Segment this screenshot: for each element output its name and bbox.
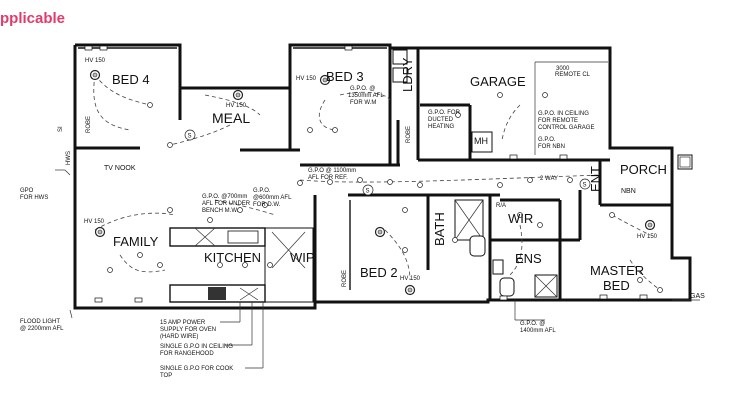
room-label-robe-bed2: ROBE xyxy=(342,270,348,287)
room-label-wir: WIR xyxy=(508,211,533,226)
manhole-label: MH xyxy=(474,136,488,146)
note-gpo-hws-2: FOR HWS xyxy=(20,195,48,201)
fixture-labels: HV 150 HV 150 HV 150 HV 150 HV 150 HV 15… xyxy=(58,58,705,300)
note-gpo-ceiling-1: G.P.O. IN CEILING xyxy=(538,111,589,117)
note-oven-2: SUPPLY FOR OVEN xyxy=(160,327,216,333)
note-leaders xyxy=(55,169,700,369)
note-gpo-ducted-1: G.P.O. FOR xyxy=(428,110,461,116)
note-flood-light-1: FLOOD LIGHT xyxy=(20,319,60,325)
note-gpo-wm-2: 1350mm AFL xyxy=(348,93,384,99)
note-rangehood-2: FOR RANGEHOOD xyxy=(160,351,214,357)
exhaust-fan-label: HV 150 xyxy=(84,219,105,225)
room-label-ens: ENS xyxy=(515,251,542,266)
note-oven-3: (HARD WIRE) xyxy=(160,334,198,340)
room-label-kitchen: KITCHEN xyxy=(204,250,261,265)
room-label-tv-nook: TV NOOK xyxy=(104,165,136,172)
room-label-porch: PORCH xyxy=(620,162,667,177)
note-oven-1: 15 AMP POWER xyxy=(160,320,206,326)
ceiling-lights xyxy=(89,69,663,296)
note-gpo-ducted-3: HEATING xyxy=(428,124,455,130)
note-gpo-ref-2: AFL FOR REF. xyxy=(308,175,348,181)
hws-label: HWS xyxy=(66,151,72,165)
note-gpo-nbn-1: G.P.O. xyxy=(538,137,556,143)
note-gpo-ref-1: G.P.O @ 1100mm xyxy=(308,168,356,174)
room-label-ldry: LDRY xyxy=(400,57,415,92)
note-gpo-600-3: FOR D.W. xyxy=(253,202,281,208)
garage-width-label: 3000 xyxy=(556,66,570,72)
note-gpo-1400-1: G.P.O. @ xyxy=(520,321,545,327)
note-cooktop-1: SINGLE G.P.O FOR COOK xyxy=(160,366,233,372)
watermark-text: pplicable xyxy=(0,10,66,27)
electrical-notes: G.P.O. @ 1350mm AFL FOR W.M G.P.O. FOR D… xyxy=(20,86,594,379)
kitchen-bench xyxy=(169,227,314,303)
room-label-ent: ENT xyxy=(588,166,603,192)
note-rangehood-1: SINGLE G.P.O IN CEILING xyxy=(160,344,233,350)
note-gpo-600-1: G.P.O. xyxy=(253,188,271,194)
note-cooktop-2: TOP xyxy=(160,373,172,379)
two-way-label: 2 WAY xyxy=(540,176,558,182)
note-gpo-hws-1: GPO xyxy=(20,188,34,194)
room-label-master-1: MASTER xyxy=(590,263,644,278)
wiring-dashes xyxy=(93,74,661,291)
room-label-master-2: BED xyxy=(603,278,630,293)
wet-area-fixtures xyxy=(392,49,558,298)
room-label-robe-bed3: ROBE xyxy=(406,126,412,143)
note-gpo-700-3: BENCH M.W. xyxy=(202,208,239,214)
room-label-bed3: BED 3 xyxy=(326,69,364,84)
svg-text:S: S xyxy=(366,189,370,195)
note-gpo-nbn-2: FOR NBN xyxy=(538,144,565,150)
exhaust-fan-label: HV 150 xyxy=(226,103,247,109)
note-gpo-600-2: @600mm AFL xyxy=(253,195,292,201)
interior-walls xyxy=(75,48,672,302)
remote-cl-label: REMOTE CL xyxy=(555,72,591,78)
meter-box xyxy=(677,154,693,170)
room-label-bed4: BED 4 xyxy=(112,72,150,87)
note-gpo-700-1: G.P.O. @700mm xyxy=(202,194,247,200)
si-label: SI xyxy=(58,126,64,132)
note-gpo-ceiling-2: FOR REMOTE xyxy=(538,118,578,124)
room-label-wip: WIP xyxy=(290,250,315,265)
room-label-family: FAMILY xyxy=(113,234,159,249)
exhaust-fan-label: HV 150 xyxy=(85,58,106,64)
note-gpo-ducted-2: DUCTED xyxy=(428,117,454,123)
exhaust-fan-label: HV 150 xyxy=(296,76,317,82)
gas-label: GAS xyxy=(690,293,705,300)
note-gpo-700-2: AFL FOR UNDER xyxy=(202,201,251,207)
ra-label: R/A xyxy=(496,203,506,209)
room-label-robe-bed4: ROBE xyxy=(86,116,92,133)
note-gpo-ceiling-3: CONTROL GARAGE xyxy=(538,125,594,131)
smoke-detectors: S S S xyxy=(184,129,591,196)
nbn-label: NBN xyxy=(621,188,636,195)
svg-text:S: S xyxy=(188,134,192,140)
note-gpo-1400-2: 1400mm AFL xyxy=(520,328,556,334)
room-label-bed2: BED 2 xyxy=(360,265,398,280)
note-flood-light-2: @ 2200mm AFL xyxy=(20,326,64,332)
room-label-bath: BATH xyxy=(432,212,447,246)
note-gpo-wm-1: G.P.O. @ xyxy=(350,86,375,92)
room-labels: BED 4 MEAL BED 3 GARAGE PORCH FAMILY KIT… xyxy=(86,57,667,293)
gpo-symbols xyxy=(84,45,648,303)
room-label-garage: GARAGE xyxy=(470,74,526,89)
note-gpo-wm-3: FOR W.M xyxy=(350,100,376,106)
svg-text:S: S xyxy=(583,183,587,189)
exhaust-fan-label: HV 150 xyxy=(637,234,658,240)
garage-details xyxy=(471,61,608,155)
exhaust-fan-label: HV 150 xyxy=(400,276,421,282)
room-label-meal: MEAL xyxy=(212,110,250,126)
